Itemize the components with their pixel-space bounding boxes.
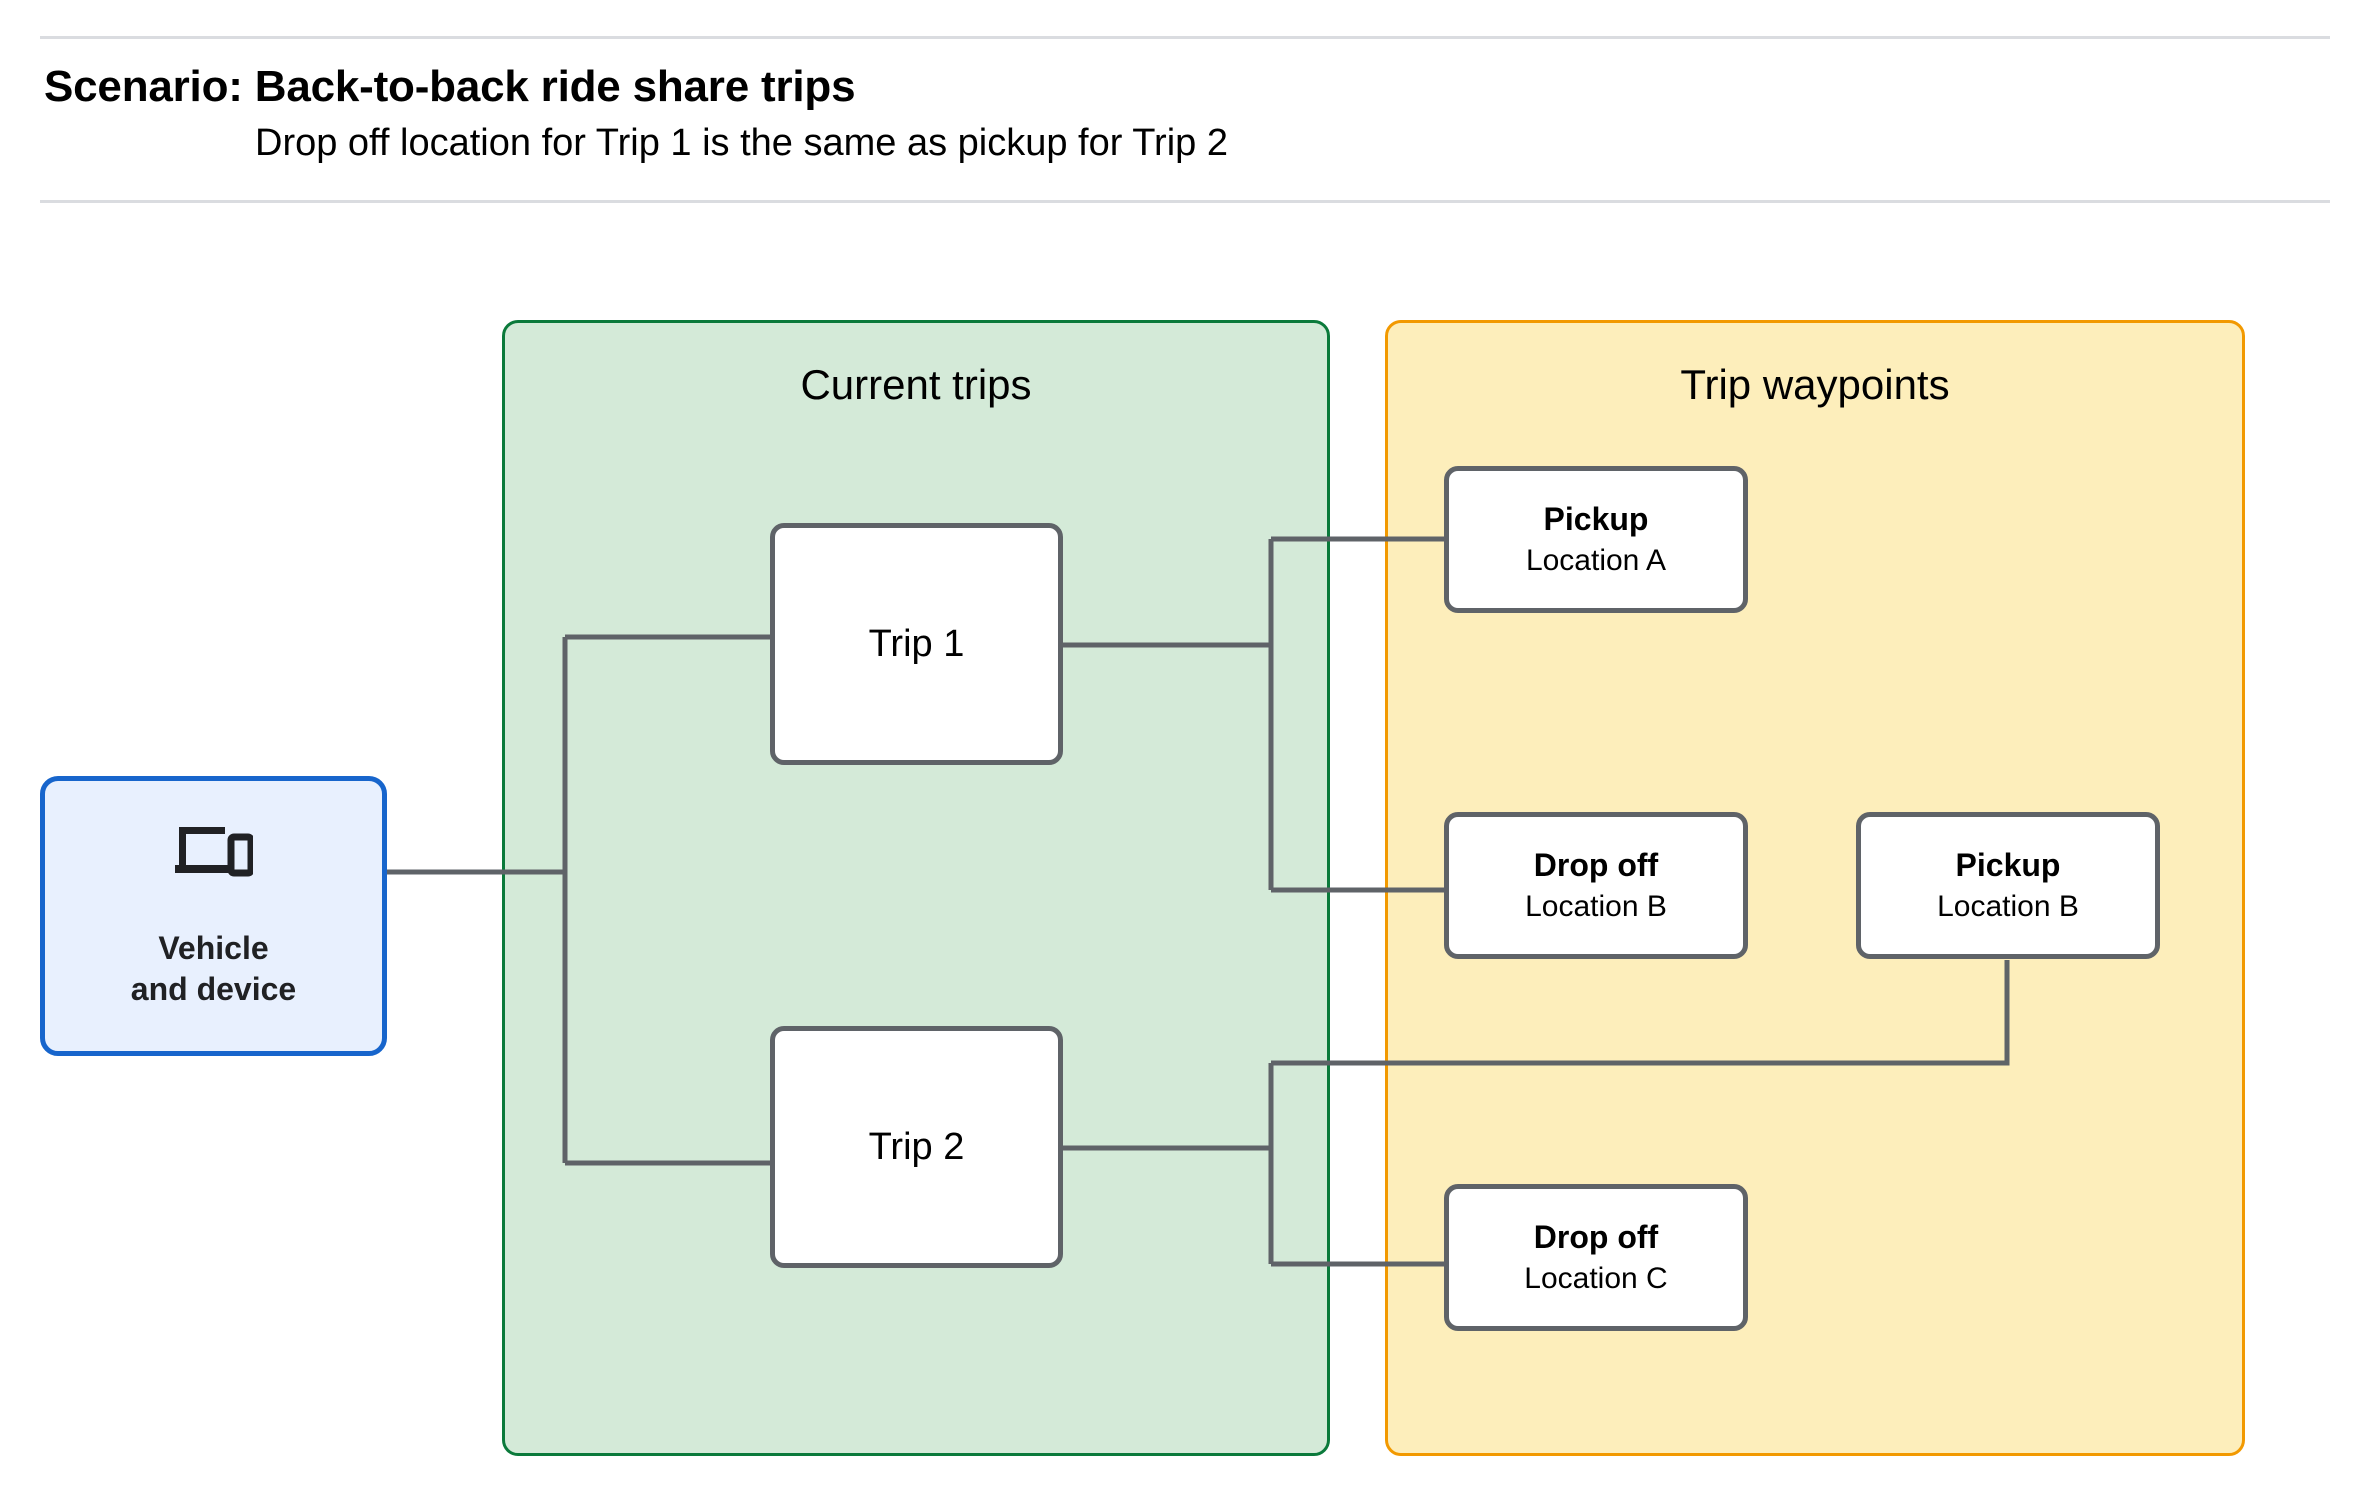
node-dropoff-location-c[interactable]: Drop off Location C xyxy=(1444,1184,1748,1331)
node-pickup-b-kind: Pickup xyxy=(1955,846,2061,883)
node-trip-1[interactable]: Trip 1 xyxy=(770,523,1063,765)
node-pickup-a-kind: Pickup xyxy=(1543,500,1649,537)
group-current-trips-title: Current trips xyxy=(800,361,1032,408)
node-dropoff-b-location: Location B xyxy=(1525,889,1667,923)
group-trip-waypoints-title: Trip waypoints xyxy=(1680,361,1950,408)
node-pickup-location-b[interactable]: Pickup Location B xyxy=(1856,812,2160,959)
header-divider-top xyxy=(40,36,2330,39)
group-current-trips: Current trips xyxy=(502,320,1330,1456)
node-dropoff-b-kind: Drop off xyxy=(1533,846,1659,883)
node-dropoff-c-location: Location C xyxy=(1524,1261,1668,1295)
node-pickup-b-location: Location B xyxy=(1937,889,2079,923)
node-dropoff-location-b[interactable]: Drop off Location B xyxy=(1444,812,1748,959)
node-dropoff-c-kind: Drop off xyxy=(1533,1218,1659,1255)
header-divider-bottom xyxy=(40,200,2330,203)
node-pickup-a-location: Location A xyxy=(1525,543,1667,577)
node-trip-1-label: Trip 1 xyxy=(868,622,965,665)
node-vehicle-label-line2: and device xyxy=(130,970,297,1007)
node-vehicle-and-device[interactable]: Vehicle and device xyxy=(40,776,387,1056)
node-pickup-location-a[interactable]: Pickup Location A xyxy=(1444,466,1748,613)
devices-icon xyxy=(174,823,254,888)
node-vehicle-label-line1: Vehicle xyxy=(158,930,269,967)
node-trip-2-label: Trip 2 xyxy=(868,1125,965,1168)
node-vehicle-label: Vehicle and device xyxy=(131,928,296,1009)
node-trip-2[interactable]: Trip 2 xyxy=(770,1026,1063,1268)
page-title: Scenario: Back-to-back ride share trips xyxy=(44,62,856,111)
page-subtitle: Drop off location for Trip 1 is the same… xyxy=(255,122,1228,164)
